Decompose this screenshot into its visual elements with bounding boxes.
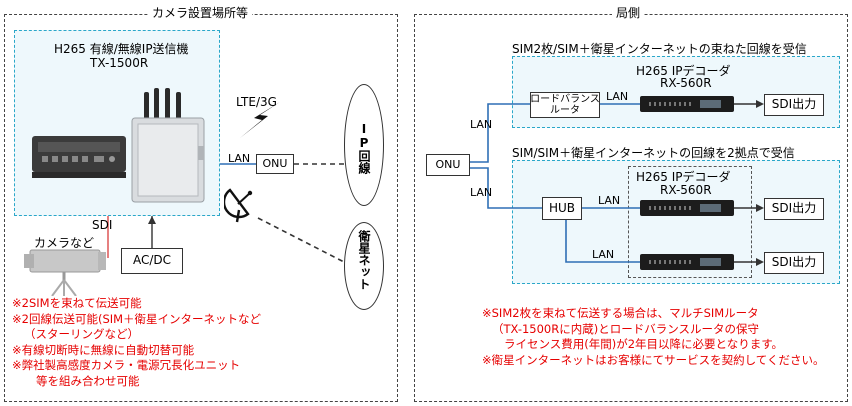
scenario2-decoder-image-upper — [640, 200, 734, 216]
scenario2-decoder-image-lower — [640, 254, 734, 270]
scenario2-sdi-output-lower: SDI出力 — [764, 252, 824, 274]
left-panel-title: カメラ設置場所等 — [148, 4, 253, 21]
right-lan-lower: LAN — [470, 186, 493, 199]
satellite-net-cloud — [344, 222, 384, 310]
camera-icon — [24, 249, 106, 296]
scenario2-lan-lower: LAN — [592, 248, 615, 261]
scenario1-decoder-image — [640, 96, 734, 112]
scenario2-decoder-name: H265 IPデコーダ — [636, 170, 731, 184]
sdi-label: SDI — [92, 218, 113, 232]
left-note: 等を組み合わせ可能 — [36, 373, 140, 388]
satellite-dish-icon — [224, 188, 253, 223]
right-note: ※SIM2枚を束ねて伝送する場合は、マルチSIMルータ — [482, 306, 759, 320]
hub-box: HUB — [542, 197, 582, 220]
left-lan-label: LAN — [228, 152, 251, 165]
right-note: ライセンス費用(年間)が2年目以降に必要となります。 — [504, 337, 784, 351]
load-balance-router-label: ロードバランス ルータ — [530, 93, 600, 117]
ip-line-cloud — [344, 84, 384, 206]
transmitter-model: TX-1500R — [90, 56, 149, 70]
ip-line-text: IP回線 — [357, 122, 371, 174]
decoder-site-group — [628, 166, 752, 278]
right-note: （TX-1500Rに内蔵)とロードバランスルータの保守 — [492, 321, 759, 336]
right-note: ※衛星インターネットはお客様にてサービスを契約してください。 — [482, 352, 825, 367]
right-onu-box: ONU — [426, 154, 470, 176]
left-note: ※有線切断時に無線に自動切替可能 — [12, 342, 195, 357]
acdc-box: AC/DC — [121, 248, 183, 274]
camera-label: カメラなど — [34, 236, 95, 250]
scenario1-sdi-output: SDI出力 — [764, 94, 824, 116]
left-note: ※2SIMを束ねて伝送可能 — [12, 296, 142, 310]
left-onu-box: ONU — [256, 154, 294, 174]
satellite-net-text: 衛星ネット — [357, 230, 371, 290]
scenario2-caption: SIM/SIM＋衛星インターネットの回線を2拠点で受信 — [512, 146, 795, 160]
right-panel-title: 局側 — [612, 4, 645, 21]
right-lan-upper: LAN — [470, 118, 493, 131]
left-note: ※2回線伝送可能(SIM＋衛星インターネットなど — [12, 311, 262, 326]
scenario2-lan-upper: LAN — [598, 194, 621, 207]
load-balance-router-box: ロードバランス ルータ — [530, 92, 600, 118]
left-notes: ※2SIMを束ねて伝送可能 ※2回線伝送可能(SIM＋衛星インターネットなど （… — [12, 296, 261, 389]
transmitter-device-image — [32, 88, 205, 203]
scenario1-decoder-name: H265 IPデコーダ — [636, 64, 731, 78]
scenario1-caption: SIM2枚/SIM＋衛星インターネットの束ねた回線を受信 — [512, 42, 807, 56]
satellite-net-label: 衛星ネット — [356, 230, 372, 293]
scenario1-lan-label: LAN — [606, 90, 629, 103]
right-notes: ※SIM2枚を束ねて伝送する場合は、マルチSIMルータ （TX-1500Rに内蔵… — [482, 306, 824, 368]
ip-line-label: IP回線 — [356, 122, 372, 177]
left-note: （スターリングなど） — [24, 327, 139, 341]
left-note: ※弊社製高感度カメラ・電源冗長化ユニット — [12, 358, 241, 372]
lte-label: LTE/3G — [236, 95, 277, 109]
scenario1-decoder-model: RX-560R — [660, 76, 712, 90]
scenario2-sdi-output-upper: SDI出力 — [764, 198, 824, 220]
scenario2-decoder-model: RX-560R — [660, 183, 712, 197]
transmitter-name: H265 有線/無線IP送信機 — [54, 42, 189, 56]
